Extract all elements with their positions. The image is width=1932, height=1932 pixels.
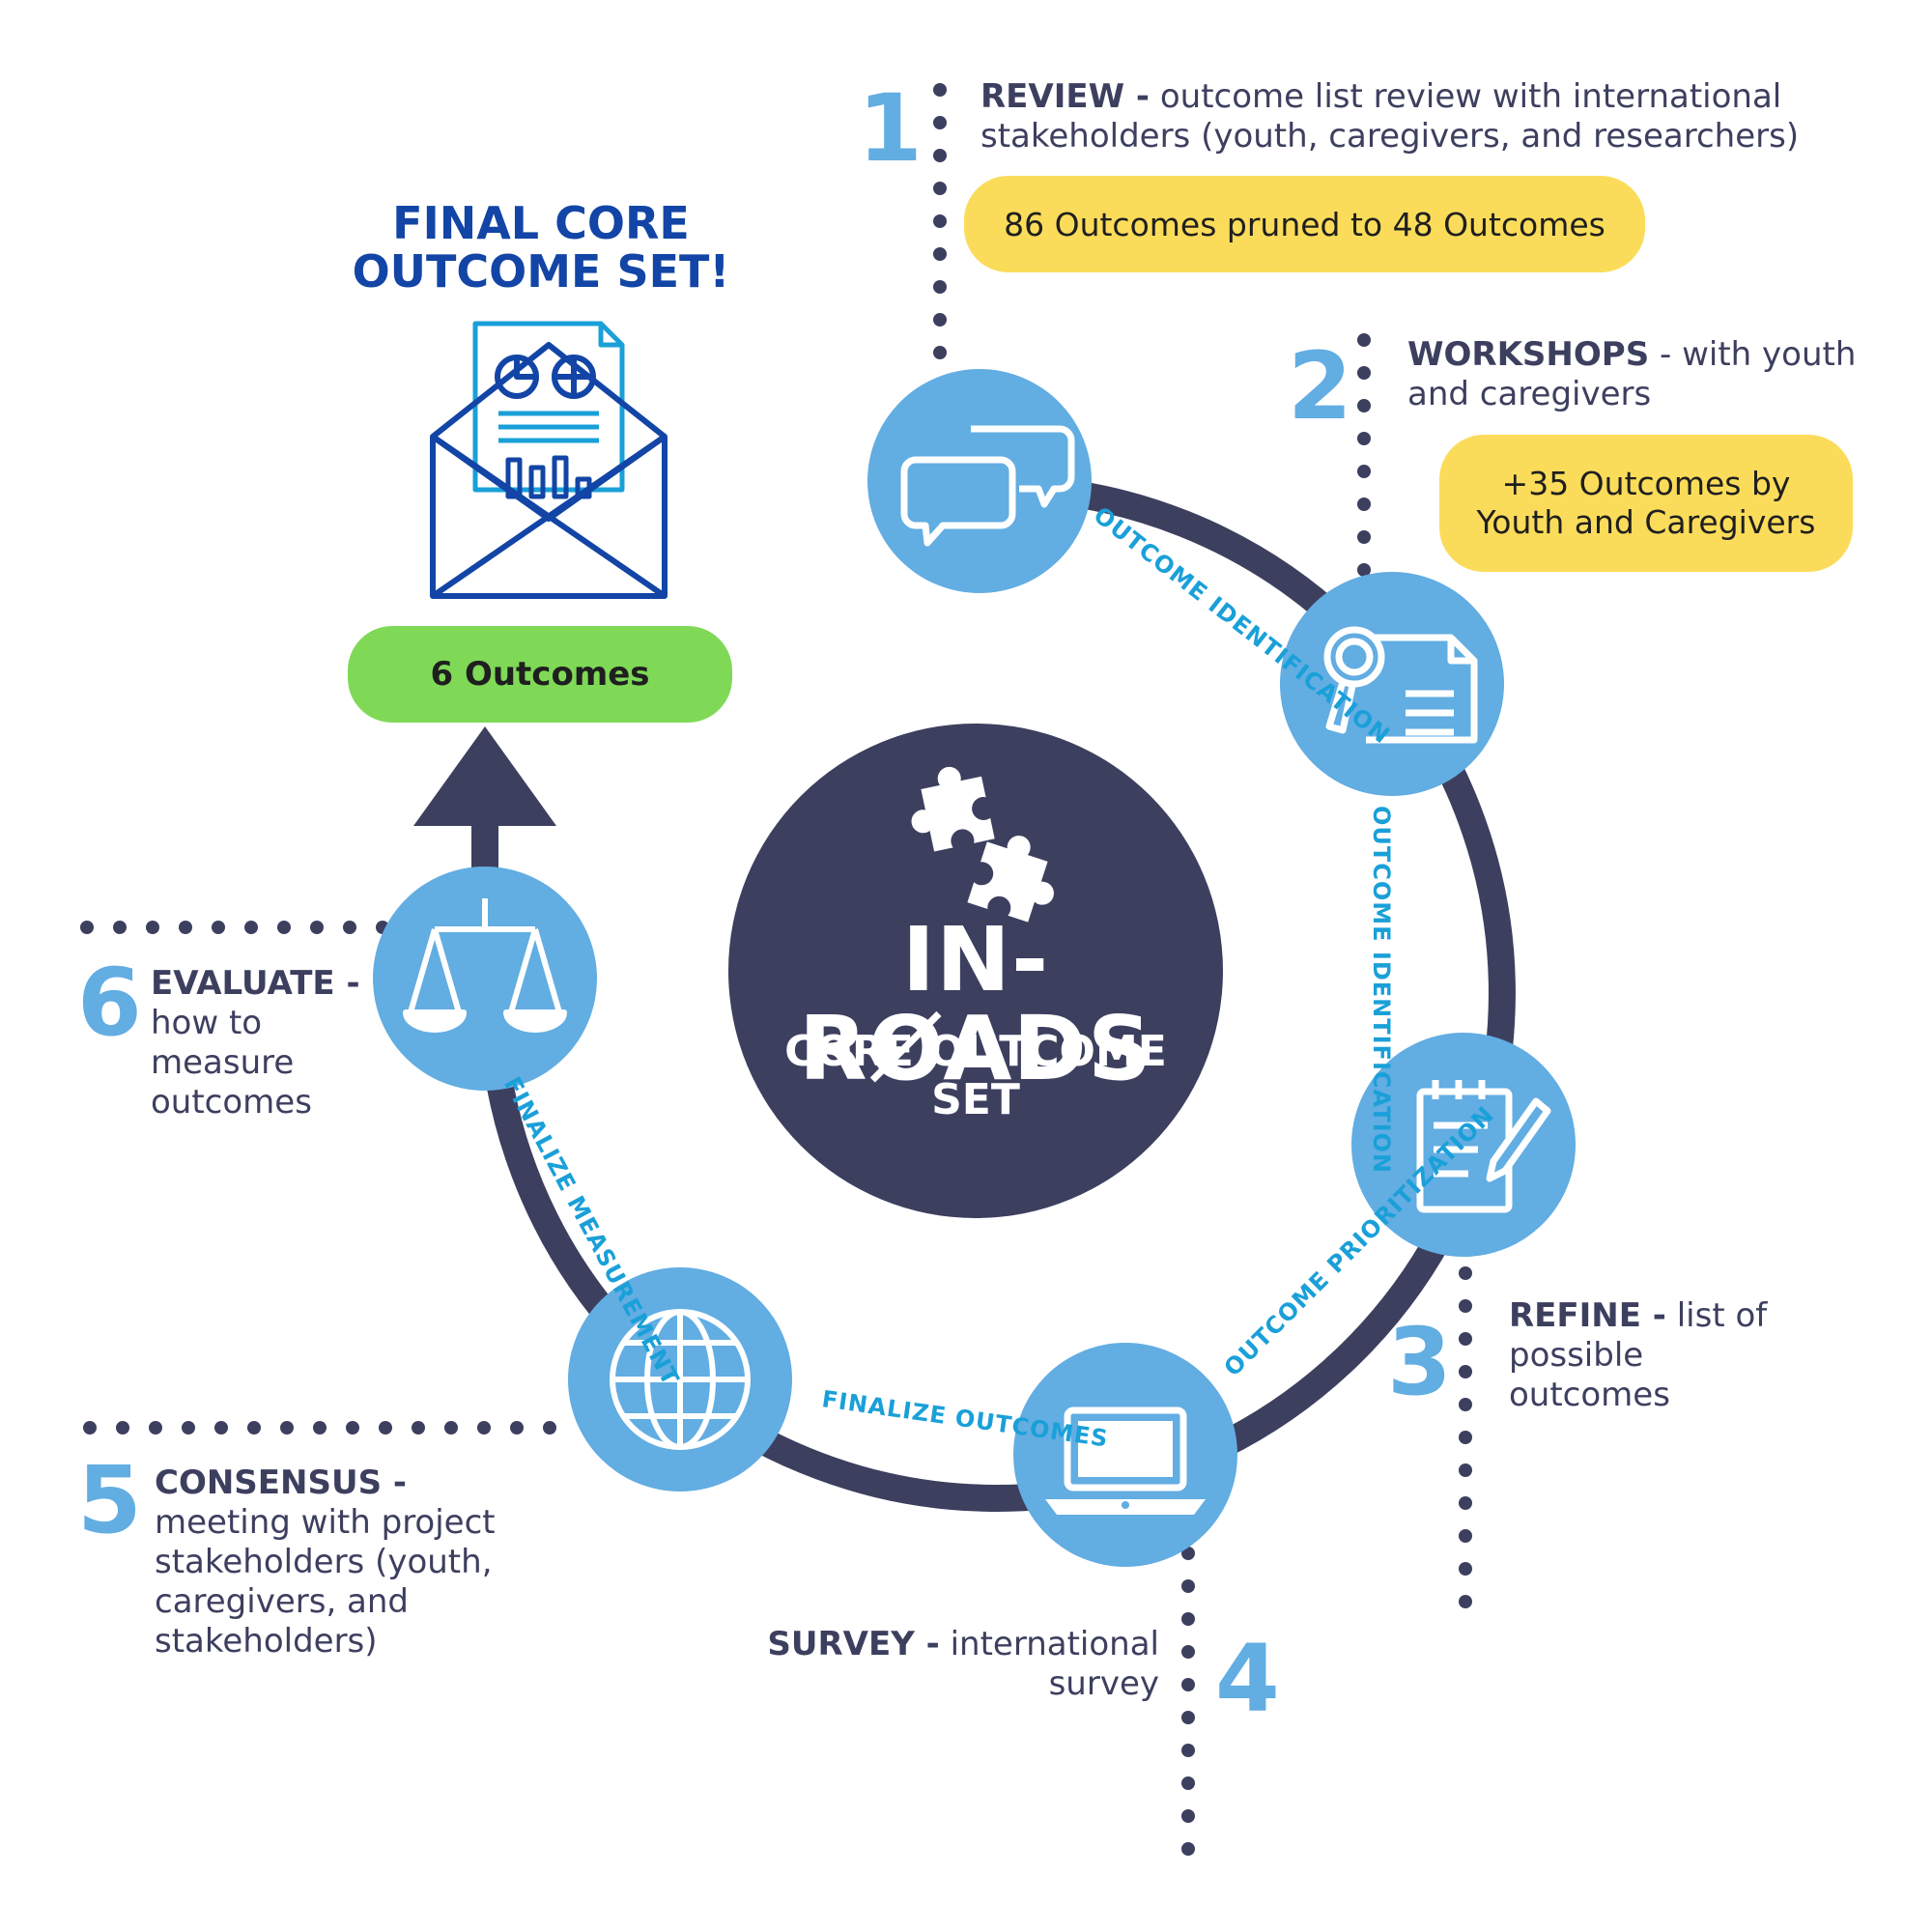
dots-step-4 <box>1181 1547 1195 1856</box>
step-1-title: REVIEW - <box>980 77 1151 116</box>
center-title: IN-RØADS <box>798 908 1153 1100</box>
envelope-document-icon <box>430 321 668 599</box>
dots-step-5 <box>83 1421 556 1435</box>
step-4-description: SURVEY - international survey <box>753 1625 1159 1704</box>
dots-step-2 <box>1357 333 1371 577</box>
step-1-description: REVIEW - outcome list review with intern… <box>980 77 1908 156</box>
step-5-number: 5 <box>77 1446 142 1554</box>
step-6-description: EVALUATE - how to measure outcomes <box>151 964 392 1122</box>
step-1-pill: 86 Outcomes pruned to 48 Outcomes <box>964 176 1645 272</box>
step-1-number: 1 <box>858 74 923 183</box>
arc-label-outcome-identification-2: OUTCOME IDENTIFICATION <box>1368 806 1395 1174</box>
step-3-text: list of possible outcomes <box>1509 1296 1768 1414</box>
dots-step-3 <box>1459 1266 1472 1608</box>
center-subtitle: CORE OUTCOME SET <box>784 1027 1167 1124</box>
puzzle-icon <box>911 766 1054 923</box>
final-core-outcome-heading: FINAL CORE OUTCOME SET! <box>352 197 730 298</box>
step-5-text: meeting with project stakeholders (youth… <box>155 1503 496 1661</box>
notepad-pencil-icon <box>1416 1080 1551 1213</box>
step-1-text: outcome list review with international s… <box>980 77 1800 156</box>
step-5-description: CONSENSUS - meeting with project stakeho… <box>155 1463 551 1662</box>
final-outcomes-pill: 6 Outcomes <box>348 626 732 723</box>
arrow-head <box>413 726 556 826</box>
globe-icon <box>610 1309 751 1450</box>
step-6-number: 6 <box>77 949 142 1057</box>
center-hub <box>728 724 1223 1218</box>
dots-step-1 <box>933 83 947 359</box>
document-search-icon <box>1323 626 1478 744</box>
dotted-lines <box>80 83 1472 1856</box>
step-2-text: - with youth and caregivers <box>1407 335 1857 413</box>
step-3-title: REFINE - <box>1509 1296 1666 1335</box>
step-6-title: EVALUATE - <box>151 964 360 1003</box>
dots-step-6 <box>80 921 389 934</box>
laptop-icon <box>1045 1406 1206 1515</box>
step-6-text: how to measure outcomes <box>151 1004 312 1122</box>
step-4-number: 4 <box>1215 1625 1280 1733</box>
step-2-title: WORKSHOPS <box>1407 335 1650 374</box>
step-4-text: international survey <box>950 1625 1159 1703</box>
step-3-number: 3 <box>1387 1308 1452 1416</box>
step-3-description: REFINE - list of possible outcomes <box>1509 1296 1789 1415</box>
step-4-title: SURVEY - <box>767 1625 940 1663</box>
step-2-number: 2 <box>1288 332 1352 440</box>
step-5-title: CONSENSUS - <box>155 1463 408 1502</box>
step-2-pill: +35 Outcomes by Youth and Caregivers <box>1439 435 1853 572</box>
step-3-circle <box>1351 1033 1576 1257</box>
chat-bubbles-icon <box>900 425 1075 547</box>
step-6-circle <box>373 867 597 1091</box>
step-2-description: WORKSHOPS - with youth and caregivers <box>1407 335 1871 414</box>
scales-icon <box>403 898 567 1033</box>
